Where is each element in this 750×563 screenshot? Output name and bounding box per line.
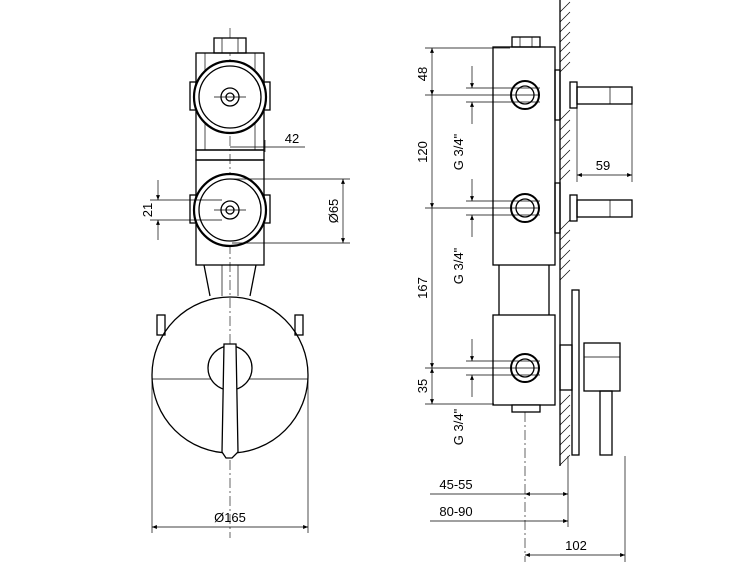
front-lower-outlet <box>192 172 268 248</box>
dim-120-label: 120 <box>415 141 430 163</box>
dim-80-90-label: 80-90 <box>439 504 472 519</box>
dim-vertical-chain: 48 120 167 35 <box>415 47 540 405</box>
dim-42-label: 42 <box>285 131 299 146</box>
front-handle <box>207 343 253 459</box>
dim-59: 59 <box>576 104 633 182</box>
dim-59-label: 59 <box>596 158 610 173</box>
dim-165: Ø165 <box>151 380 309 533</box>
dim-35-label: 35 <box>415 379 430 393</box>
dim-165-label: Ø165 <box>214 510 246 525</box>
thread-callout-1: G 3/4" <box>451 66 540 170</box>
dim-21-label: 21 <box>140 203 155 217</box>
front-top-nut <box>213 37 247 54</box>
front-stem <box>203 264 257 297</box>
dim-65: Ø65 <box>232 178 350 244</box>
side-mixer-handle <box>559 289 621 456</box>
thread-callout-3: G 3/4" <box>451 339 540 445</box>
dim-48-label: 48 <box>415 67 430 81</box>
front-view: 42 21 Ø65 Ø165 <box>140 28 350 538</box>
thread-callout-2: G 3/4" <box>451 179 540 284</box>
dim-21: 21 <box>140 180 222 240</box>
dim-167-label: 167 <box>415 277 430 299</box>
thread-2-label: G 3/4" <box>451 247 466 284</box>
thread-1-label: G 3/4" <box>451 133 466 170</box>
pipe-upper <box>569 81 633 109</box>
dim-65-label: Ø65 <box>326 199 341 224</box>
dim-depths: 45-55 80-90 102 <box>430 456 626 562</box>
dim-42: 42 <box>230 131 305 152</box>
pipe-lower <box>569 194 633 222</box>
dim-102-label: 102 <box>565 538 587 553</box>
side-view: 48 120 167 35 G 3/4" G 3/4" G 3/4" <box>415 0 633 562</box>
wall <box>559 0 571 466</box>
dim-45-55-label: 45-55 <box>439 477 472 492</box>
side-body <box>492 36 561 413</box>
front-upper-outlet <box>192 59 268 135</box>
thread-3-label: G 3/4" <box>451 408 466 445</box>
